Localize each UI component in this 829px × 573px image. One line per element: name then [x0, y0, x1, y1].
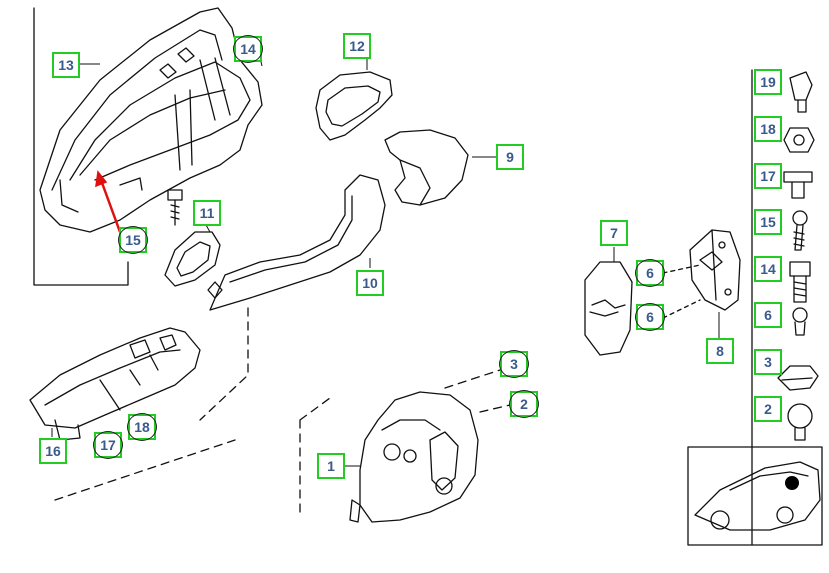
callout-6-lower[interactable]: 6 [635, 303, 665, 331]
part-8-striker [689, 229, 741, 311]
part-11-gasket [164, 231, 221, 287]
leader-lines [51, 48, 720, 467]
callout-12[interactable]: 12 [343, 33, 371, 59]
callout-15[interactable]: 15 [118, 226, 148, 254]
part-3-grommet [777, 365, 819, 391]
part-18-nut [783, 127, 815, 153]
callout-18[interactable]: 18 [127, 413, 157, 441]
callout-17[interactable]: 17 [93, 431, 123, 459]
side-callout-15[interactable]: 15 [754, 209, 782, 235]
part-1-lock [349, 391, 479, 523]
callout-10[interactable]: 10 [356, 270, 384, 296]
part-17-bolt [783, 171, 813, 199]
part-16-inner-assembly [29, 327, 201, 441]
callout-14[interactable]: 14 [233, 35, 263, 63]
side-callout-17[interactable]: 17 [754, 163, 782, 189]
group-bracket-13 [33, 7, 129, 286]
callout-2[interactable]: 2 [509, 390, 539, 418]
callout-7[interactable]: 7 [600, 220, 628, 246]
side-callout-2[interactable]: 2 [754, 396, 782, 422]
part-11-screw [167, 189, 183, 226]
side-callout-19[interactable]: 19 [754, 69, 782, 95]
part-10-outer-handle [207, 174, 386, 311]
side-callout-6[interactable]: 6 [754, 302, 782, 328]
callout-8[interactable]: 8 [706, 338, 734, 364]
callout-1[interactable]: 1 [317, 453, 345, 479]
part-9-cap [384, 129, 469, 206]
side-callout-3[interactable]: 3 [754, 349, 782, 375]
part-15-screw [792, 210, 808, 251]
part-2-rivet [787, 403, 813, 441]
red-arrow-15 [95, 170, 122, 233]
car-inset [687, 446, 823, 546]
location-marker [785, 476, 799, 490]
side-callout-18[interactable]: 18 [754, 116, 782, 142]
part-6-screw [792, 307, 808, 336]
part-12-gasket [315, 71, 393, 141]
part-19-clip [789, 71, 813, 113]
callout-13[interactable]: 13 [52, 52, 80, 78]
callout-16[interactable]: 16 [39, 438, 67, 464]
callout-11[interactable]: 11 [193, 200, 221, 226]
side-callout-14[interactable]: 14 [754, 256, 782, 282]
callout-3[interactable]: 3 [499, 350, 529, 378]
callout-9[interactable]: 9 [496, 144, 524, 170]
part-7-striker-cover [584, 261, 633, 356]
part-13-handle-carrier [39, 7, 263, 233]
callout-6-upper[interactable]: 6 [635, 259, 665, 287]
part-14-bolt [789, 261, 811, 303]
